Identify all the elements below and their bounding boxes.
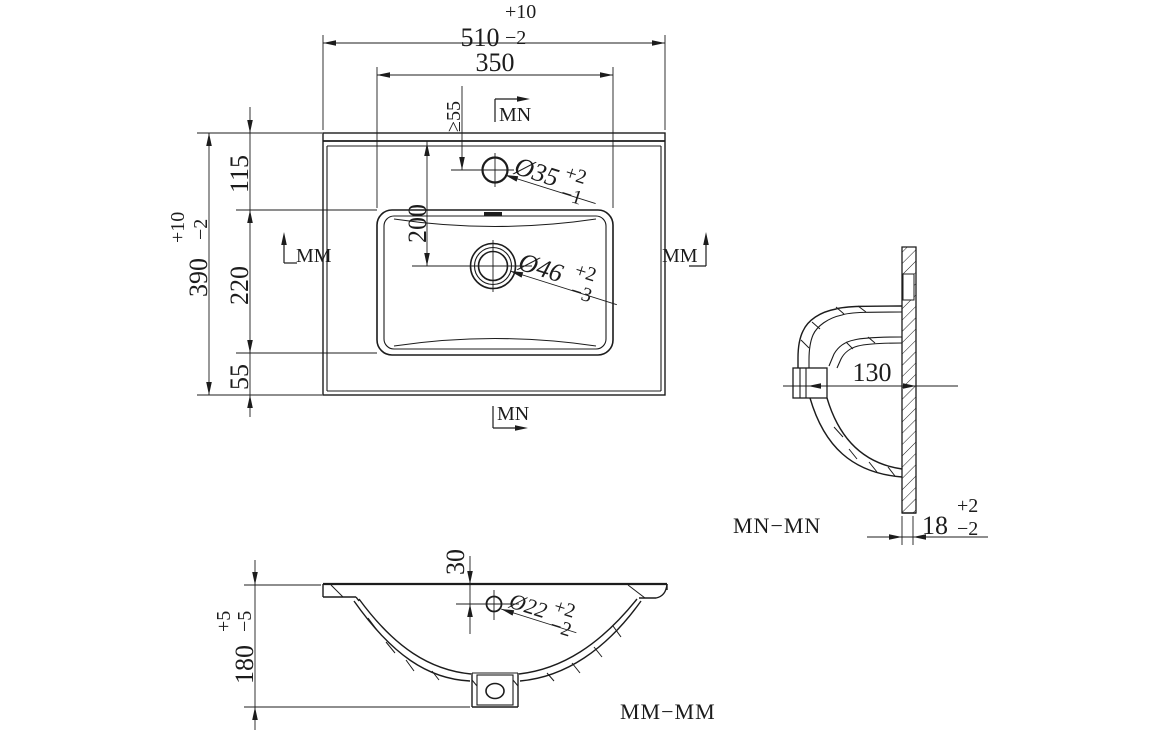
front-drain-outlet	[471, 672, 519, 708]
dim-18-tol-minus: −2	[957, 518, 978, 540]
section-marker-mn-top-label: MN	[499, 104, 531, 126]
faucet-hole	[451, 153, 514, 187]
plan-basin-rim	[376, 209, 614, 356]
dim-200-value: 200	[403, 204, 432, 243]
section-marker-mn-top: MN	[494, 96, 531, 126]
dim-18: 18 +2 −2	[867, 495, 988, 545]
dim-510-value: 510	[461, 23, 500, 52]
dim-200: 200	[403, 141, 432, 266]
dim-30-value: 30	[441, 549, 470, 575]
section-marker-mm-left-label: MM	[296, 245, 332, 267]
drain-dia-tol-minus: −3	[568, 280, 595, 307]
dim-30: 30	[441, 549, 473, 634]
section-marker-mm-right-label: MM	[662, 245, 698, 267]
dim-130-value: 130	[853, 358, 892, 387]
front-overflow-hole	[456, 590, 519, 620]
dim-180-tol-plus: +5	[213, 611, 235, 632]
overflow-dia-label: Ø22	[505, 588, 550, 624]
dim-510-tol-plus: +10	[505, 1, 536, 23]
dim-220-value: 220	[225, 266, 254, 305]
section-marker-mn-bottom-label: MN	[497, 403, 529, 425]
dim-510: 510 +10 −2	[322, 1, 666, 130]
dim-18-tol-plus: +2	[957, 495, 978, 517]
drain-dia-label: Ø46	[514, 247, 566, 288]
overflow-hole-callout: Ø22 +2 −2	[500, 588, 578, 642]
dim-chain-115-220-55: 115 220 55	[225, 107, 377, 417]
front-section-outline	[322, 582, 668, 682]
dim-350: 350	[376, 48, 614, 208]
dim-350-value: 350	[476, 48, 515, 77]
dim-min55: ≥55	[443, 86, 465, 170]
side-section-label: MN−MN	[733, 513, 821, 538]
plan-view: Ø35 +2 −1 Ø46 +2 −3 510 +10 −2	[167, 1, 709, 431]
side-section-outline	[792, 246, 917, 514]
overflow-dia-tol-minus: −2	[547, 614, 574, 641]
dim-min55-value: ≥55	[443, 101, 465, 132]
faucet-hole-callout: Ø35 +2 −1	[504, 151, 596, 210]
dim-115-value: 115	[225, 155, 254, 193]
front-section-hatch-ticks	[330, 584, 646, 682]
front-section-label: MM−MM	[620, 699, 716, 724]
dim-390: 390 +10 −2	[167, 132, 322, 396]
dim-130: 130	[783, 358, 958, 389]
dim-390-tol-plus: +10	[167, 212, 189, 243]
dim-180-tol-minus: −5	[234, 611, 256, 632]
dim-390-value: 390	[184, 258, 213, 297]
section-marker-mm-right: MM	[662, 232, 709, 267]
dim-390-tol-minus: −2	[190, 219, 212, 240]
drain-hole-callout: Ø46 +2 −3	[509, 247, 617, 307]
dim-510-tol-minus: −2	[505, 27, 526, 49]
drain-hole	[412, 240, 532, 292]
side-section-hatch-ticks	[800, 305, 896, 477]
section-marker-mn-bottom: MN	[492, 403, 529, 431]
faucet-dia-label: Ø35	[510, 151, 562, 192]
plan-countertop-outline	[322, 132, 666, 396]
dim-55-value: 55	[225, 364, 254, 390]
front-section-view: Ø22 +2 −2 30 +5 −5 180 MM−MM	[213, 549, 716, 730]
side-section-view: 130 18 +2 −2 MN−MN	[733, 246, 988, 545]
dim-18-value: 18	[922, 511, 948, 540]
faucet-dia-tol-minus: −1	[558, 182, 585, 209]
dim-180: +5 −5 180	[213, 560, 470, 730]
section-marker-mm-left: MM	[281, 232, 332, 267]
dim-180-value: 180	[230, 645, 259, 684]
overflow-slot	[484, 212, 502, 216]
